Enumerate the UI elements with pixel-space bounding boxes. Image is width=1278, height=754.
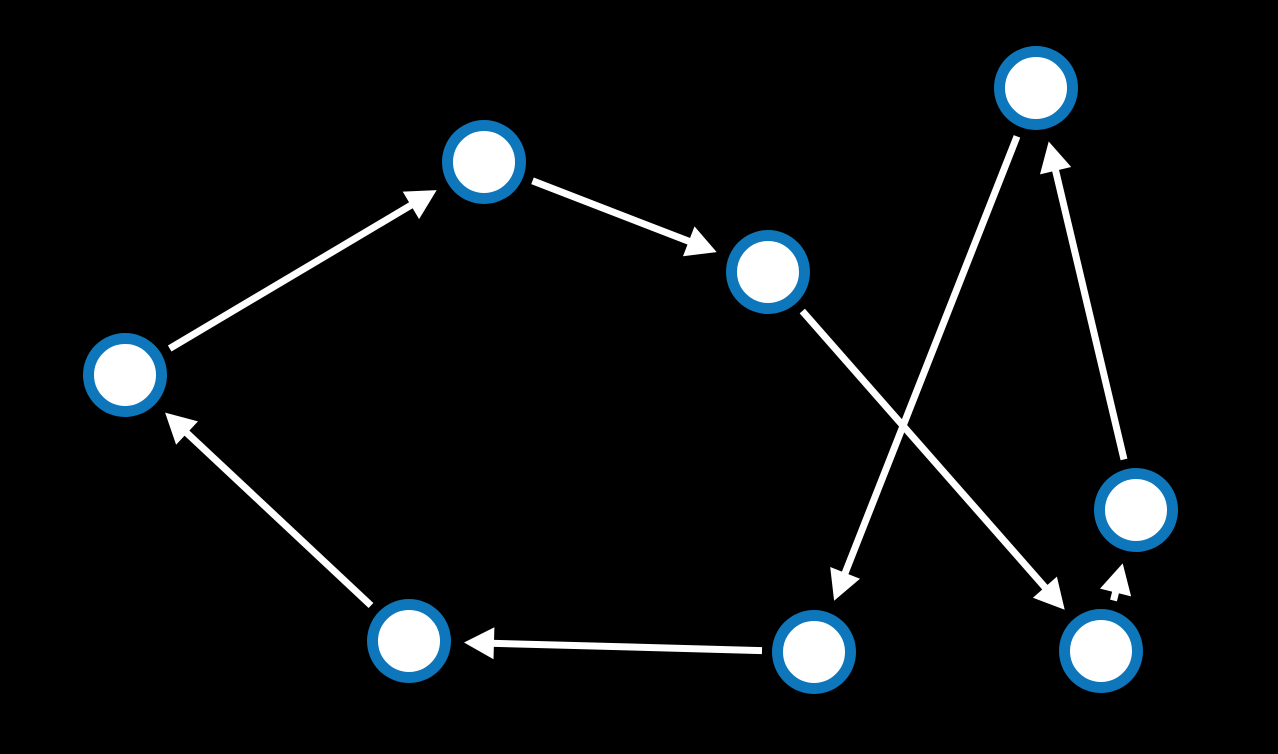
graph-node-n8 xyxy=(1059,609,1143,693)
arrowhead-icon xyxy=(464,627,495,660)
arrowhead-icon xyxy=(830,567,860,601)
edge-line xyxy=(531,177,694,246)
graph-node-n5 xyxy=(1094,468,1178,552)
edge-line xyxy=(799,308,1051,593)
arrowhead-icon xyxy=(1100,563,1132,597)
edge-n3-n8 xyxy=(799,308,1065,610)
edge-n1-n7 xyxy=(830,135,1021,601)
edge-n6-n4 xyxy=(165,412,374,609)
edge-line xyxy=(181,427,374,609)
edge-n2-n3 xyxy=(531,177,717,257)
edge-line xyxy=(489,639,763,655)
edge-layer xyxy=(165,135,1132,660)
edge-line xyxy=(167,200,417,352)
arrowhead-icon xyxy=(165,412,198,445)
edge-n5-n1 xyxy=(1040,141,1128,461)
graph-node-n6 xyxy=(367,599,451,683)
graph-node-n4 xyxy=(83,333,167,417)
graph-node-n7 xyxy=(772,610,856,694)
edge-n8-n5 xyxy=(1100,563,1132,602)
arrowhead-icon xyxy=(1040,141,1072,175)
graph-node-n3 xyxy=(726,230,810,314)
edge-n4-n2 xyxy=(167,190,437,352)
arrowhead-icon xyxy=(1032,576,1065,610)
edge-line xyxy=(840,135,1021,578)
edge-n7-n6 xyxy=(464,627,763,660)
node-layer xyxy=(83,46,1178,694)
arrowhead-icon xyxy=(683,226,717,257)
arrowhead-icon xyxy=(402,190,437,220)
graph-node-n1 xyxy=(994,46,1078,130)
edge-line xyxy=(1051,165,1128,461)
graph-node-n2 xyxy=(442,120,526,204)
